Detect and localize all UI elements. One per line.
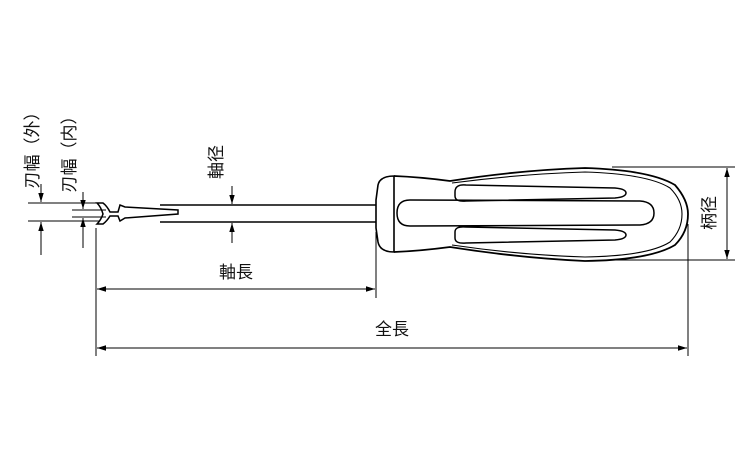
handle-groove-top: [454, 184, 627, 202]
label-handle-diameter: 柄径: [700, 196, 720, 230]
dimension-lines: [28, 166, 735, 356]
handle-groove-middle: [396, 199, 655, 227]
forked-tip: [95, 202, 179, 225]
handle-ferrule: [375, 175, 395, 253]
handle-body: [393, 167, 689, 262]
tool-outline: [95, 167, 689, 262]
dimension-labels: 刃幅（外） 刃幅（内） 軸径 軸長 全長 柄径: [23, 104, 720, 341]
handle-inner-contour: [451, 171, 683, 258]
label-overall-length: 全長: [375, 320, 409, 340]
label-blade-width-outer: 刃幅（外）: [23, 104, 43, 189]
handle-groove-bottom: [454, 226, 627, 244]
label-shaft-length: 軸長: [219, 263, 253, 283]
label-shaft-diameter: 軸径: [207, 145, 227, 179]
label-blade-width-inner: 刃幅（内）: [60, 108, 80, 193]
